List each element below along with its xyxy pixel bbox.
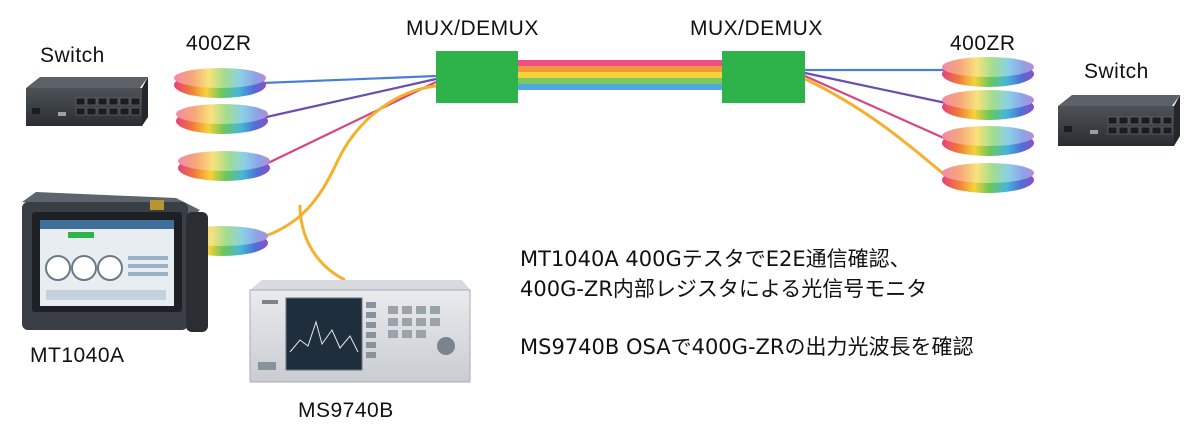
zr-transceiver-right-2 bbox=[942, 90, 1034, 120]
mux-demux-left-box bbox=[436, 51, 518, 103]
wdm-trunk bbox=[518, 60, 723, 90]
mux-right-label: MUX/DEMUX bbox=[690, 17, 823, 40]
switch-right-label: Switch bbox=[1084, 60, 1149, 83]
zr-transceiver-right-3 bbox=[942, 126, 1034, 156]
ms9740b-device bbox=[249, 280, 471, 383]
mt1040a-label: MT1040A bbox=[30, 344, 125, 367]
description-line-1: MT1040A 400GテスタでE2E通信確認、 bbox=[520, 247, 911, 271]
switch-left-device bbox=[26, 77, 148, 126]
mux-left-label: MUX/DEMUX bbox=[406, 17, 539, 40]
zr-transceiver-left-3 bbox=[178, 151, 270, 181]
zr-right-label: 400ZR bbox=[950, 32, 1016, 55]
mt1040a-device bbox=[22, 192, 208, 332]
zr-transceiver-left-2 bbox=[176, 104, 268, 134]
description-line-3: MS9740B OSAで400G-ZRの出力光波長を確認 bbox=[520, 335, 974, 359]
zr-left-label: 400ZR bbox=[186, 32, 252, 55]
zr-transceiver-right-1 bbox=[942, 57, 1034, 87]
fiber-links bbox=[259, 68, 947, 282]
description-line-2: 400G-ZR内部レジスタによる光信号モニタ bbox=[520, 277, 928, 301]
zr-transceiver-left-1 bbox=[174, 68, 266, 98]
switch-right-device bbox=[1058, 95, 1180, 146]
switch-left-label: Switch bbox=[40, 44, 105, 67]
ms9740b-label: MS9740B bbox=[298, 399, 394, 422]
mux-demux-right-box bbox=[722, 51, 805, 103]
zr-transceiver-right-4 bbox=[942, 163, 1034, 193]
